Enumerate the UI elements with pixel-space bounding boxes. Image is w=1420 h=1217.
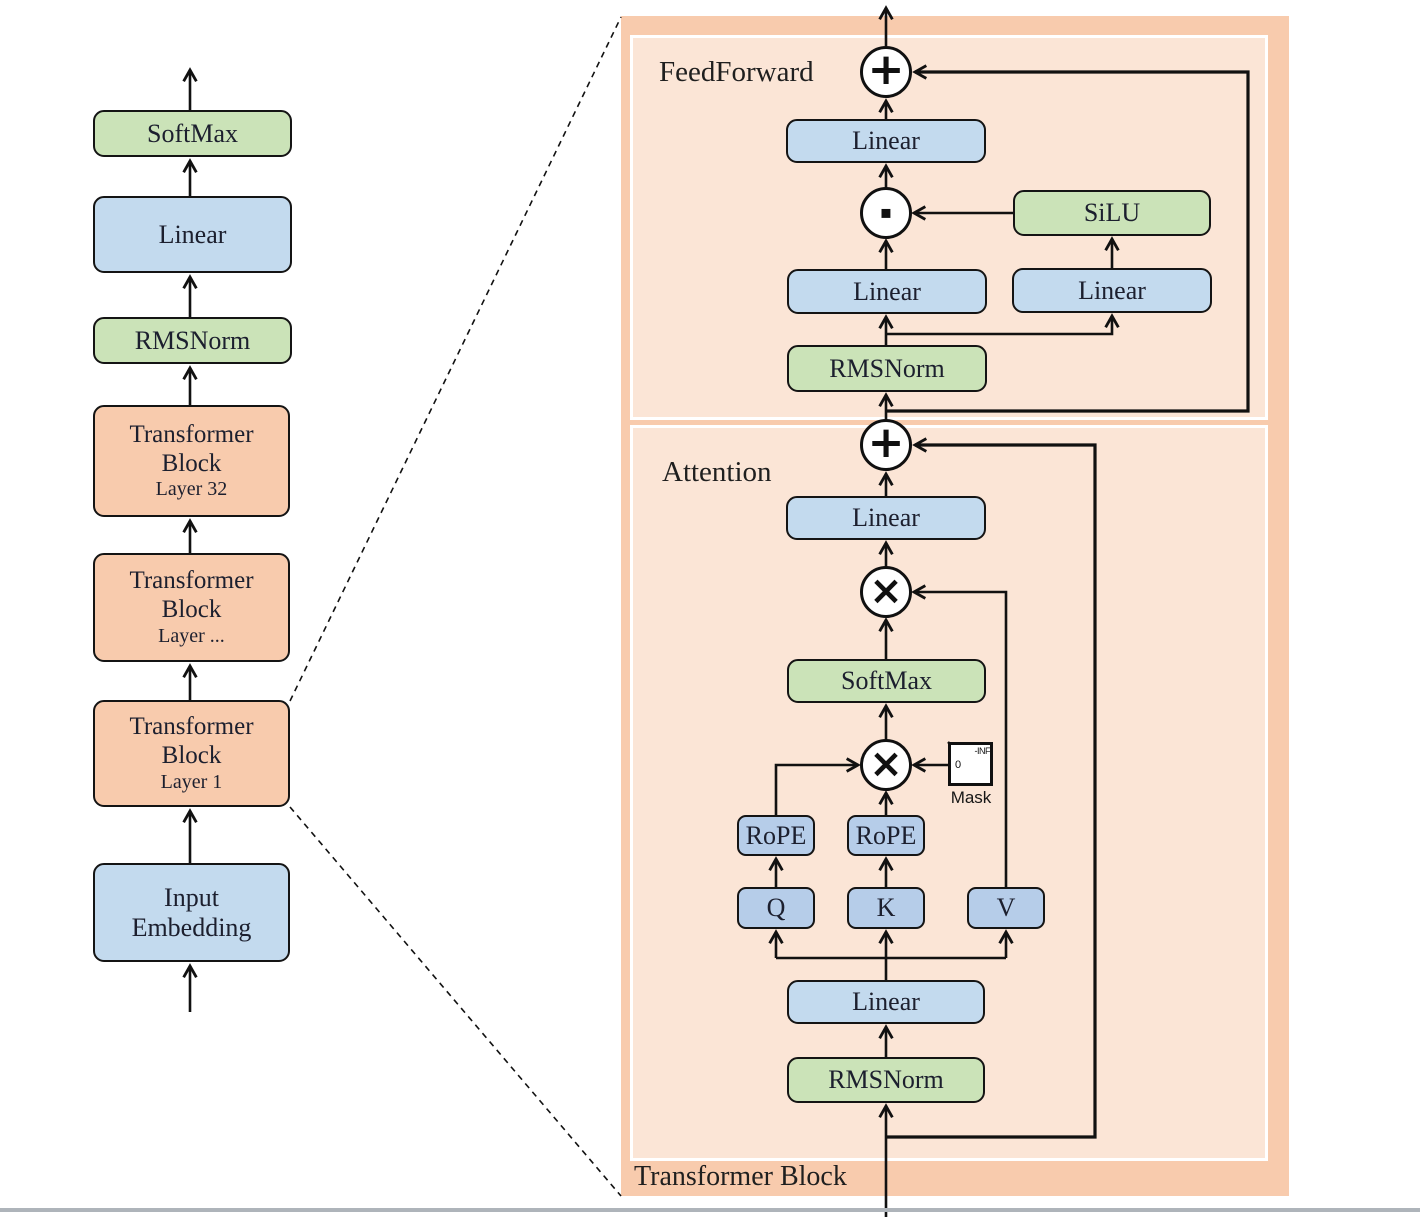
linear-label: Linear <box>158 219 227 249</box>
block-line: Transformer <box>129 420 254 448</box>
linear-label: Linear <box>853 276 921 306</box>
block-line: Block <box>161 742 222 769</box>
input-embedding-block: Input Embedding <box>93 863 290 962</box>
input-embedding-line: Input <box>164 882 219 912</box>
ff-output-linear-block: Linear <box>786 119 986 163</box>
q-label: Q <box>766 893 786 923</box>
input-embedding-line: Embedding <box>131 912 252 942</box>
rope-q-block: RoPE <box>737 815 815 856</box>
linear-block: Linear <box>93 196 292 273</box>
multiply-glyph: × <box>869 740 903 787</box>
rope-label: RoPE <box>855 820 917 850</box>
block-line: Transformer <box>129 567 254 595</box>
rmsnorm-block: RMSNorm <box>93 317 292 364</box>
rmsnorm-label: RMSNorm <box>829 353 945 383</box>
attention-label: Attention <box>662 456 772 488</box>
mask-zero-label: 0 <box>955 759 962 771</box>
k-label: K <box>876 893 896 923</box>
silu-label: SiLU <box>1083 198 1141 228</box>
layer-label: Layer 32 <box>155 478 228 501</box>
linear-label: Linear <box>852 126 920 156</box>
feedforward-label: FeedForward <box>659 56 814 88</box>
plus-glyph: + <box>867 416 905 468</box>
block-line: Block <box>161 596 222 623</box>
matmul-v-icon: × <box>860 566 912 618</box>
ff-rmsnorm-block: RMSNorm <box>787 345 987 392</box>
matmul-qk-icon: × <box>860 739 912 791</box>
linear-label: Linear <box>1078 275 1146 305</box>
linear-label: Linear <box>852 987 920 1017</box>
multiply-glyph: × <box>869 567 903 614</box>
layer-label: Layer 1 <box>160 770 223 793</box>
add-icon: + <box>860 46 912 98</box>
rmsnorm-label: RMSNorm <box>134 325 251 355</box>
v-label: V <box>996 893 1016 923</box>
attn-rmsnorm-block: RMSNorm <box>787 1057 985 1103</box>
transformer-block-layer-32: Transformer Block Layer 32 <box>93 405 290 517</box>
add-icon: + <box>860 419 912 471</box>
attention-panel <box>630 425 1268 1161</box>
rmsnorm-label: RMSNorm <box>828 1065 944 1095</box>
plus-glyph: + <box>867 43 905 95</box>
rope-k-block: RoPE <box>847 815 925 856</box>
elementwise-product-icon: ▪ <box>860 187 912 239</box>
attn-output-linear-block: Linear <box>786 496 986 540</box>
dot-glyph: ▪ <box>879 202 893 223</box>
attn-qkv-linear-block: Linear <box>787 980 985 1024</box>
transformer-block-layer-mid: Transformer Block Layer ... <box>93 553 290 662</box>
ff-gate-linear-block: Linear <box>787 269 987 314</box>
value-block: V <box>967 887 1045 929</box>
block-line: Block <box>161 449 222 477</box>
attn-softmax-block: SoftMax <box>787 659 986 703</box>
key-block: K <box>847 887 925 929</box>
mask-neg-inf-label: -INF <box>974 746 991 756</box>
softmax-label: SoftMax <box>147 118 238 148</box>
softmax-block: SoftMax <box>93 110 292 157</box>
bottom-divider <box>0 1208 1420 1212</box>
transformer-block-title: Transformer Block <box>634 1161 847 1192</box>
linear-label: Linear <box>852 503 920 533</box>
softmax-label: SoftMax <box>841 666 932 696</box>
mask-label: Mask <box>950 788 992 807</box>
ff-up-linear-block: Linear <box>1012 268 1212 313</box>
block-line: Transformer <box>129 713 254 741</box>
layer-label: Layer ... <box>158 624 225 647</box>
silu-block: SiLU <box>1013 190 1211 236</box>
query-block: Q <box>737 887 815 929</box>
rope-label: RoPE <box>745 820 807 850</box>
mask-box: 0 -INF <box>948 742 993 786</box>
transformer-block-layer-1: Transformer Block Layer 1 <box>93 700 290 807</box>
